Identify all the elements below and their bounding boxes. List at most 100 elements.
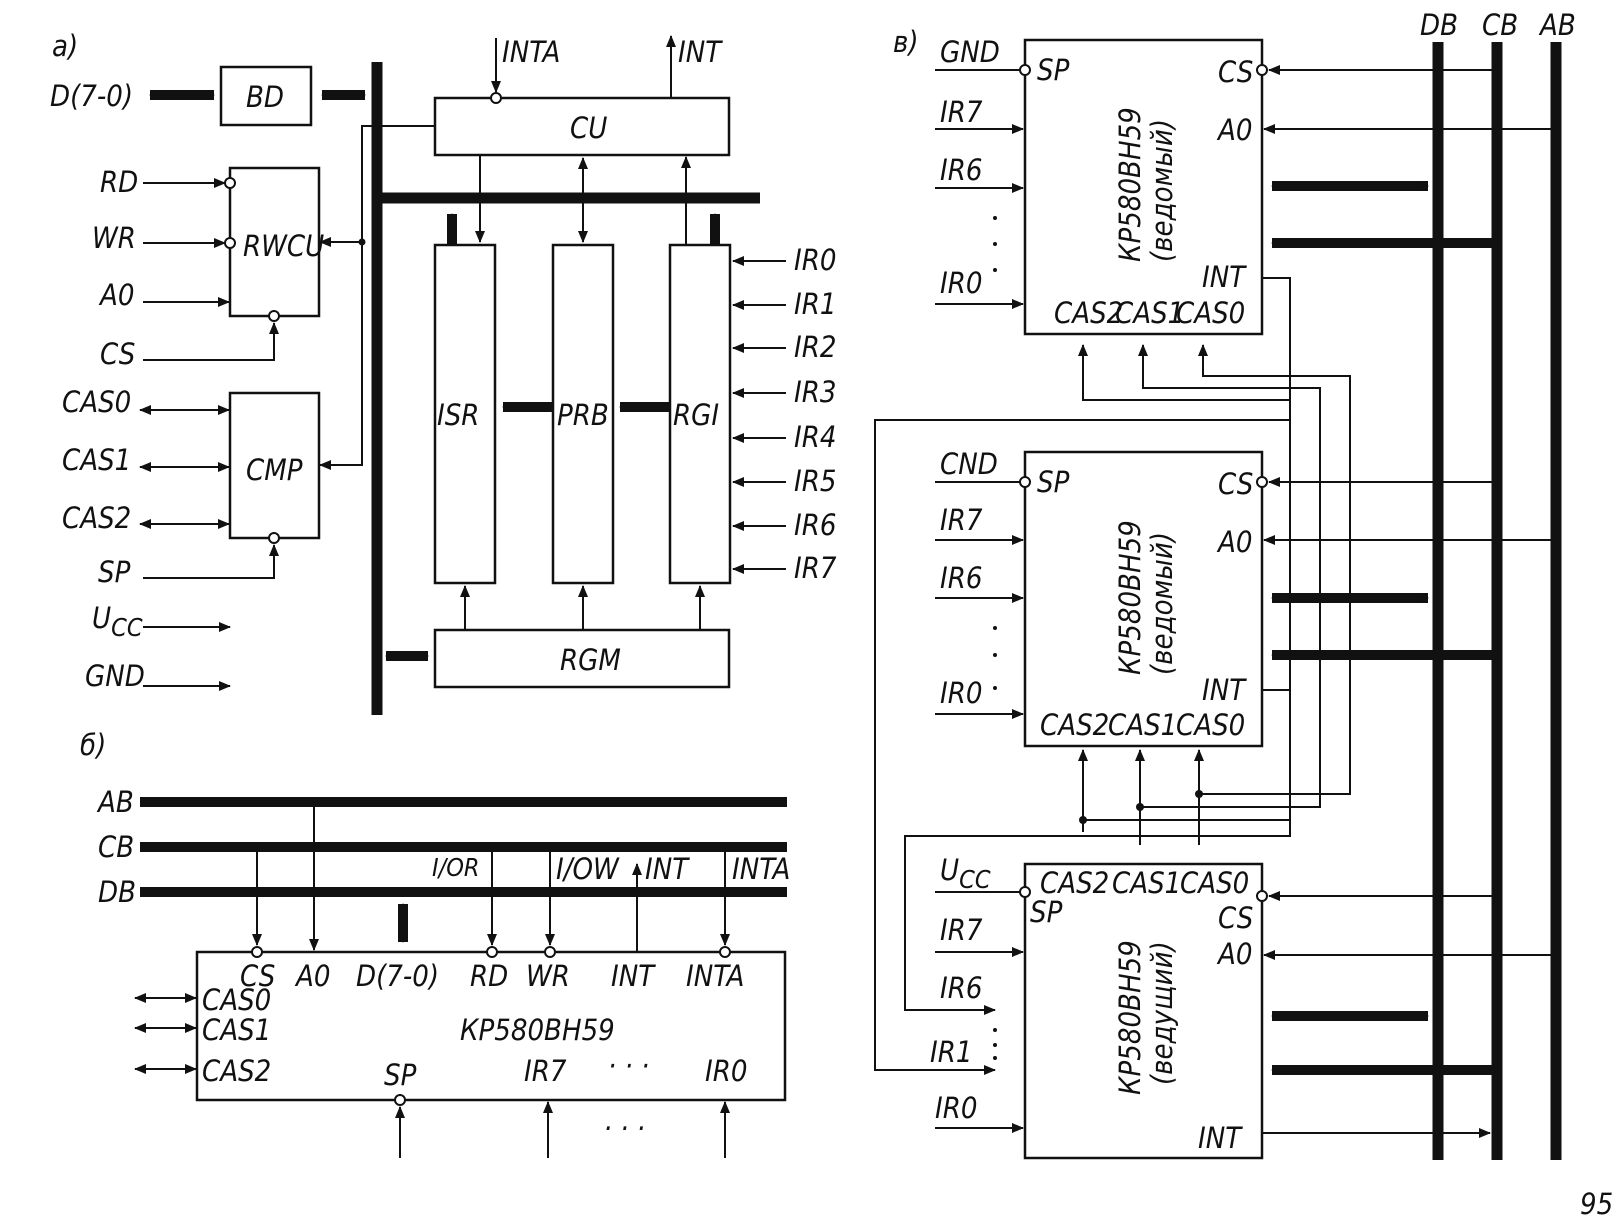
- label-ucc-main: U: [92, 601, 111, 635]
- rd-pin-b: [486, 946, 498, 958]
- chip2-role: (ведомый): [1145, 532, 1179, 675]
- panel-b-tag: б): [80, 728, 106, 762]
- chip3-cs-pin: [1256, 890, 1268, 902]
- label-inta-top: INTA: [502, 35, 560, 69]
- label-a0: A0: [98, 278, 134, 312]
- panel-v-tag: в): [893, 25, 919, 59]
- chip3-cas2: CAS2: [1040, 866, 1109, 900]
- label-ucc-sub: CC: [111, 613, 143, 642]
- chip3-ir0: IR0: [935, 1091, 977, 1125]
- chip-b-name: КР580ВН59: [460, 1013, 615, 1047]
- pin-ir0-b: IR0: [705, 1054, 747, 1088]
- chip1-a0-label: A0: [1216, 113, 1252, 147]
- chip1-vdot-1: [993, 216, 997, 220]
- chip1-cs-pin: [1256, 64, 1268, 76]
- cs-pin-b: [251, 946, 263, 958]
- label-ab-v: AB: [1538, 8, 1576, 42]
- wr-pin-b: [544, 946, 556, 958]
- label-rd: RD: [100, 165, 138, 199]
- panel-v: в) DB CB AB GND SP IR7 IR6 I: [874, 8, 1576, 1160]
- junction-dot-rwcu: [358, 238, 366, 246]
- slave1-int-line: [874, 277, 1291, 1075]
- panel-b: б) AB CB DB I/OR I/OW INT INTA CS A0 D(7…: [80, 728, 790, 1158]
- cas0-junction: [1195, 790, 1203, 798]
- chip1-ir0: IR0: [940, 266, 982, 300]
- label-ucc: UCC: [92, 601, 143, 642]
- block-bd-label: BD: [246, 80, 284, 114]
- chip2-a0-label: A0: [1216, 525, 1252, 559]
- chip3-vdot-1: [993, 1028, 997, 1032]
- label-cs: CS: [100, 337, 135, 371]
- label-ir5: IR5: [794, 464, 836, 498]
- pin-ir7-b: IR7: [524, 1054, 567, 1088]
- chip3-cs-label: CS: [1218, 901, 1253, 935]
- chip2-cas0: CAS0: [1176, 708, 1245, 742]
- chip1-sp-pin: [1019, 64, 1031, 76]
- label-cas0: CAS0: [62, 385, 131, 419]
- block-cu: [433, 96, 731, 157]
- label-int-top: INT: [678, 35, 723, 69]
- chip2-vdot-1: [993, 626, 997, 630]
- chip2-int-label: INT: [1202, 673, 1247, 707]
- chip2-ir7: IR7: [940, 503, 983, 537]
- chip-slave-2: [1023, 450, 1264, 748]
- block-cu-label: CU: [570, 111, 607, 145]
- pin-rd-b: RD: [470, 959, 508, 993]
- control-line-rwcu-cmp-cu: [319, 125, 435, 470]
- cas1-junction: [1136, 803, 1144, 811]
- chip2-ir6: IR6: [940, 561, 982, 595]
- label-cas1: CAS1: [62, 443, 131, 477]
- label-cas2: CAS2: [62, 501, 131, 535]
- sp-inverted-pin: [268, 532, 280, 544]
- chip1-name: КР580ВН59: [1113, 107, 1147, 262]
- sp-pin-b: [394, 1094, 406, 1106]
- chip2-cs-pin: [1256, 476, 1268, 488]
- block-bd: [219, 65, 313, 127]
- chip3-int-label: INT: [1198, 1121, 1243, 1155]
- pin-int-b: INT: [611, 959, 656, 993]
- inta-pin-b: [719, 946, 731, 958]
- chip3-ir1: IR1: [930, 1035, 972, 1069]
- pin-wr-b: WR: [526, 959, 570, 993]
- pin-cs-b: CS: [240, 959, 275, 993]
- label-ir2: IR2: [794, 330, 836, 364]
- chip1-vdot-3: [993, 268, 997, 272]
- label-iow: I/OW: [556, 852, 620, 886]
- label-d70: D(7-0): [50, 79, 133, 113]
- chip3-role: (ведущий): [1145, 941, 1179, 1085]
- label-ir6: IR6: [794, 508, 836, 542]
- pin-dots-b: · · ·: [608, 1049, 649, 1083]
- wr-inverted-pin: [224, 237, 236, 249]
- chip3-sp-pin: [1019, 886, 1031, 898]
- chip-slave-1: [1023, 38, 1264, 336]
- chip3-name: КР580ВН59: [1113, 940, 1147, 1095]
- slave2-int-line: [904, 689, 1291, 1015]
- inta-inverted-pin: [490, 92, 502, 104]
- chip3-sp-label: SP: [1030, 895, 1063, 929]
- label-inta-b: INTA: [732, 852, 790, 886]
- label-ir3: IR3: [794, 375, 836, 409]
- pin-cas0-b: CAS0: [202, 983, 271, 1017]
- block-prb: [551, 243, 615, 585]
- cs-inverted-pin: [268, 310, 280, 322]
- label-db-v: DB: [1420, 8, 1458, 42]
- sp-input-line: [143, 544, 279, 579]
- label-sp: SP: [98, 555, 131, 589]
- chip1-cas0: CAS0: [1176, 296, 1245, 330]
- cas0-long-line: [1198, 344, 1351, 795]
- pin-a0-b: A0: [294, 959, 330, 993]
- chip3-vdot-2: [993, 1043, 997, 1047]
- label-ab-b: AB: [96, 785, 134, 819]
- chip2-name: КР580ВН59: [1113, 520, 1147, 675]
- chip3-vdot-3: [993, 1056, 997, 1060]
- label-wr: WR: [92, 221, 136, 255]
- label-int-b: INT: [645, 852, 690, 886]
- chip3-sp-in-sub: CC: [959, 865, 991, 894]
- chip1-cs-label: CS: [1218, 55, 1253, 89]
- chip2-sp-pin: [1019, 476, 1031, 488]
- chip1-role: (ведомый): [1145, 119, 1179, 262]
- label-cb-v: CB: [1482, 8, 1518, 42]
- chip3-ir6: IR6: [940, 971, 982, 1005]
- block-rgm: [433, 628, 731, 689]
